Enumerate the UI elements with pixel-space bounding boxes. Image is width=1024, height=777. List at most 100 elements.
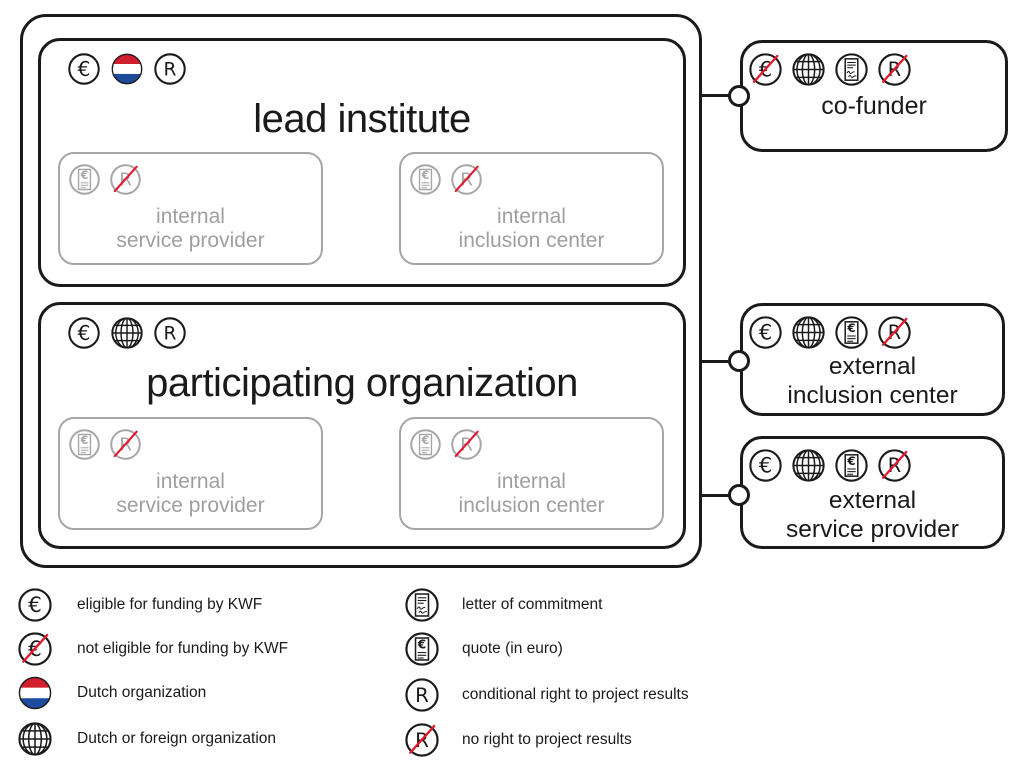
letter-of-commitment-icon bbox=[404, 587, 440, 623]
label-line2: inclusion center bbox=[458, 494, 605, 517]
legend-icon-holder: R bbox=[404, 677, 440, 713]
label-line1: internal bbox=[156, 470, 225, 493]
internal-service-provider-icons: €R bbox=[68, 428, 142, 461]
external-service-provider-icons: € € R bbox=[748, 448, 912, 483]
euro-icon: € bbox=[67, 316, 101, 350]
label-line1: internal bbox=[156, 205, 225, 228]
lead-institute-title: lead institute bbox=[253, 97, 471, 141]
legend-icon-holder: € bbox=[17, 631, 53, 667]
legend-row-not-eligible: € not eligible for funding by KWF bbox=[17, 630, 288, 668]
svg-text:€: € bbox=[421, 169, 430, 182]
title-line1: external bbox=[828, 487, 917, 514]
letter-of-commitment-icon bbox=[834, 52, 869, 87]
internal-service-provider-box-lead: €R internal service provider bbox=[58, 152, 323, 265]
svg-text:€: € bbox=[80, 434, 89, 447]
label-line2: service provider bbox=[116, 229, 265, 252]
svg-text:€: € bbox=[759, 321, 772, 345]
legend-row-letter-of-commitment: letter of commitment bbox=[404, 586, 602, 624]
legend-label: letter of commitment bbox=[462, 596, 603, 613]
dutch-flag-icon bbox=[110, 52, 144, 86]
connector-node-cofunder bbox=[728, 85, 750, 107]
external-inclusion-center-box: € € R external inclusion center bbox=[740, 303, 1005, 416]
quote-euro-icon: € bbox=[68, 428, 101, 461]
quote-euro-icon: € bbox=[834, 448, 869, 483]
external-inclusion-center-icons: € € R bbox=[748, 315, 912, 350]
legend-row-dutch-foreign-organization: Dutch or foreign organization bbox=[17, 720, 276, 758]
euro-icon: € bbox=[748, 315, 783, 350]
internal-inclusion-center-label: internal inclusion center bbox=[401, 470, 662, 518]
legend-label: quote (in euro) bbox=[462, 640, 563, 657]
euro-icon: € bbox=[17, 587, 53, 623]
quote-euro-icon: € bbox=[409, 428, 442, 461]
co-funder-icons: €R bbox=[748, 52, 912, 87]
no-right-icon: R bbox=[109, 428, 142, 461]
title-line1: external bbox=[828, 353, 917, 380]
legend-row-no-right: R no right to project results bbox=[404, 721, 632, 759]
internal-inclusion-center-icons: €R bbox=[409, 163, 483, 196]
svg-text:€: € bbox=[417, 638, 426, 652]
participating-organization-box: €R participating organization €R interna… bbox=[38, 302, 686, 549]
legend-icon-holder bbox=[17, 675, 53, 711]
svg-text:€: € bbox=[80, 169, 89, 182]
euro-crossed-icon: € bbox=[748, 52, 783, 87]
lead-institute-box: €R lead institute €R internal service pr… bbox=[38, 38, 686, 287]
external-service-provider-title: external service provider bbox=[743, 486, 1002, 544]
label-line1: internal bbox=[497, 470, 566, 493]
conditional-right-icon: R bbox=[153, 316, 187, 350]
euro-icon: € bbox=[67, 52, 101, 86]
legend-row-dutch-organization: Dutch organization bbox=[17, 674, 206, 712]
svg-text:€: € bbox=[846, 321, 855, 335]
internal-inclusion-center-icons: €R bbox=[409, 428, 483, 461]
title-line2: inclusion center bbox=[787, 382, 958, 409]
external-service-provider-box: € € R external service provider bbox=[740, 436, 1005, 549]
co-funder-title: co-funder bbox=[821, 92, 927, 120]
globe-icon bbox=[110, 316, 144, 350]
no-right-icon: R bbox=[877, 315, 912, 350]
quote-euro-icon: € bbox=[68, 163, 101, 196]
no-right-icon: R bbox=[877, 448, 912, 483]
internal-service-provider-icons: €R bbox=[68, 163, 142, 196]
internal-inclusion-center-box-lead: €R internal inclusion center bbox=[399, 152, 664, 265]
globe-icon bbox=[791, 52, 826, 87]
legend-icon-holder bbox=[17, 721, 53, 757]
no-right-icon: R bbox=[450, 163, 483, 196]
internal-inclusion-center-box-participating: €R internal inclusion center bbox=[399, 417, 664, 530]
lead-institute-icons: €R bbox=[67, 52, 187, 86]
legend-label: eligible for funding by KWF bbox=[77, 596, 263, 613]
no-right-icon: R bbox=[109, 163, 142, 196]
connector-line-cofunder bbox=[686, 93, 739, 97]
quote-euro-icon: € bbox=[834, 315, 869, 350]
internal-service-provider-label: internal service provider bbox=[60, 470, 321, 518]
co-funder-box: €R co-funder bbox=[740, 40, 1008, 152]
svg-text:€: € bbox=[846, 454, 855, 468]
label-line2: inclusion center bbox=[458, 229, 605, 252]
internal-service-provider-box-participating: €R internal service provider bbox=[58, 417, 323, 530]
conditional-right-icon: R bbox=[153, 52, 187, 86]
legend-row-eligible: € eligible for funding by KWF bbox=[17, 586, 262, 624]
conditional-right-icon: R bbox=[404, 677, 440, 713]
svg-text:€: € bbox=[28, 593, 42, 618]
legend-label: not eligible for funding by KWF bbox=[77, 640, 289, 657]
legend-label: Dutch organization bbox=[77, 684, 207, 701]
quote-euro-icon: € bbox=[404, 631, 440, 667]
no-right-icon: R bbox=[450, 428, 483, 461]
legend-row-conditional-right: R conditional right to project results bbox=[404, 676, 689, 714]
legend-label: no right to project results bbox=[462, 731, 632, 748]
no-right-icon: R bbox=[404, 722, 440, 758]
label-line1: internal bbox=[497, 205, 566, 228]
legend-label: Dutch or foreign organization bbox=[77, 730, 277, 747]
svg-text:€: € bbox=[759, 454, 772, 478]
globe-icon bbox=[791, 315, 826, 350]
svg-text:R: R bbox=[415, 684, 429, 707]
svg-text:R: R bbox=[164, 323, 177, 344]
internal-inclusion-center-label: internal inclusion center bbox=[401, 205, 662, 253]
connector-line-external-inclusion bbox=[699, 359, 739, 363]
euro-crossed-icon: € bbox=[17, 631, 53, 667]
participating-organization-title: participating organization bbox=[146, 361, 578, 405]
legend-icon-holder bbox=[404, 587, 440, 623]
legend-label: conditional right to project results bbox=[462, 686, 689, 703]
globe-icon bbox=[791, 448, 826, 483]
legend-icon-holder: € bbox=[17, 587, 53, 623]
legend-icon-holder: € bbox=[404, 631, 440, 667]
svg-text:€: € bbox=[421, 434, 430, 447]
